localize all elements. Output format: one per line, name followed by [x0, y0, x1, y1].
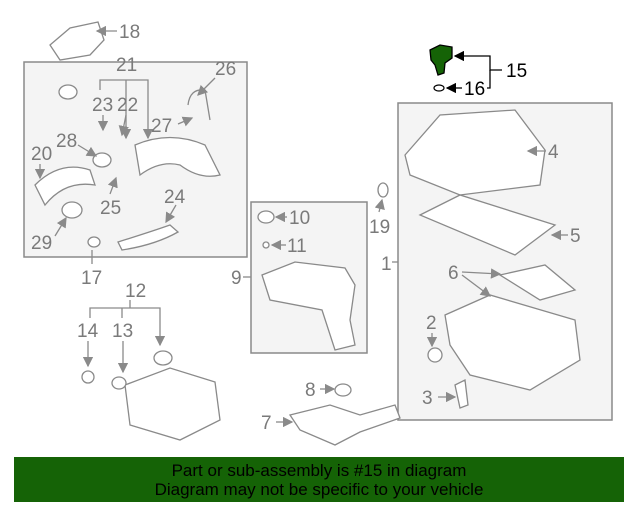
resonator-inlet [153, 350, 173, 366]
callout-24: 24 [164, 187, 186, 208]
clip-part-8[interactable] [334, 383, 352, 397]
callout-6: 6 [448, 263, 459, 284]
grommet-part-19[interactable] [377, 182, 389, 198]
callout-10: 10 [289, 208, 310, 229]
air-cleaner-cover-part-4[interactable] [404, 109, 546, 196]
hose-part-24[interactable] [117, 224, 180, 251]
leader-lines [34, 25, 568, 428]
callout-15: 15 [506, 61, 527, 82]
cap-part-14[interactable] [81, 370, 95, 384]
callout-17: 17 [81, 268, 102, 289]
notice-banner: Part or sub-assembly is #15 in diagram D… [14, 457, 624, 502]
sensor-part-15[interactable] [429, 44, 453, 76]
clamp-part-29[interactable] [61, 201, 83, 219]
callout-7: 7 [261, 413, 272, 434]
air-cleaner-lower-case[interactable] [444, 294, 581, 391]
callout-26: 26 [215, 59, 236, 80]
banner-line-1: Part or sub-assembly is #15 in diagram [171, 461, 467, 480]
callout-2: 2 [426, 313, 437, 334]
duct-part-21[interactable] [134, 136, 221, 177]
callout-9: 9 [231, 268, 242, 289]
grommet-part-10[interactable] [257, 210, 275, 224]
callout-8: 8 [305, 380, 316, 401]
grommet-part-2[interactable] [427, 347, 443, 363]
callout-12: 12 [125, 281, 146, 302]
bolt-part-11[interactable] [262, 241, 270, 249]
callout-20: 20 [31, 144, 52, 165]
callout-5: 5 [570, 226, 581, 247]
callout-27: 27 [151, 116, 172, 137]
air-filter-part-5[interactable] [418, 194, 557, 256]
resonator-part-12[interactable] [124, 367, 221, 441]
callout-29: 29 [31, 233, 52, 254]
callout-3: 3 [422, 388, 433, 409]
duct-part-6[interactable] [498, 264, 577, 301]
clamp-part[interactable] [58, 84, 78, 100]
clip-part-17[interactable] [87, 236, 101, 248]
banner-line-2: Diagram may not be specific to your vehi… [154, 480, 484, 499]
callout-21: 21 [116, 55, 137, 76]
intake-group-box [23, 61, 248, 258]
hose-part-20[interactable] [34, 166, 96, 207]
clip-part-3[interactable] [454, 379, 469, 409]
callout-28: 28 [56, 131, 77, 152]
callout-14: 14 [77, 321, 99, 342]
callout-4: 4 [548, 142, 559, 163]
callout-16: 16 [464, 79, 485, 100]
cap-part-13[interactable] [111, 376, 127, 390]
callout-18: 18 [119, 22, 140, 43]
callout-25: 25 [100, 198, 121, 219]
resonator-part-9[interactable] [261, 261, 356, 351]
clamp-part-28[interactable] [92, 152, 112, 168]
callout-22: 22 [117, 95, 138, 116]
callout-23: 23 [92, 95, 113, 116]
callout-11: 11 [287, 236, 307, 257]
callout-13: 13 [112, 321, 133, 342]
bracket-part-18[interactable] [49, 21, 105, 61]
callout-1: 1 [381, 254, 392, 275]
callout-19: 19 [369, 217, 390, 238]
o-ring-part-16[interactable] [433, 84, 445, 92]
bracket-part-7[interactable] [288, 404, 401, 446]
